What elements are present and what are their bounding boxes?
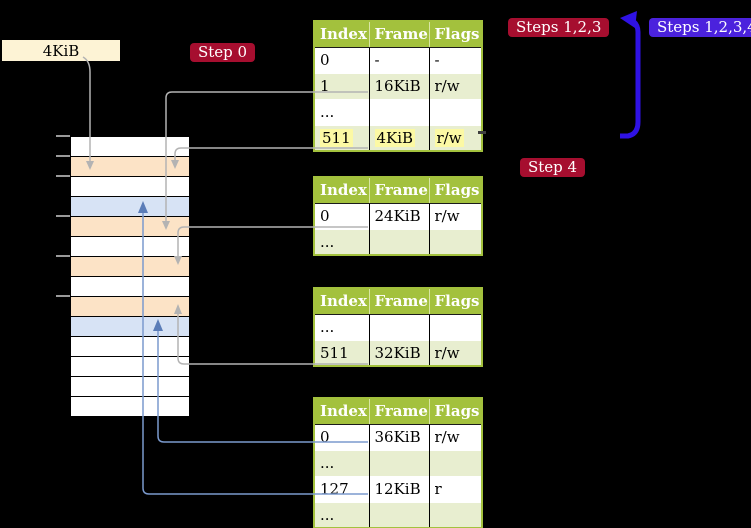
cell-index: 0 xyxy=(314,47,370,73)
memory-row-3 xyxy=(71,177,189,197)
col-header-frame: Frame xyxy=(369,398,430,425)
memory-tick xyxy=(56,255,70,257)
cell-index: 511 xyxy=(314,124,370,151)
recursive-loop-arrow xyxy=(620,19,641,139)
badge-steps-123: Steps 1,2,3 xyxy=(508,18,610,37)
badge-step-4: Step 4 xyxy=(520,158,586,177)
header-row: Index Frame Flags xyxy=(314,398,482,425)
table-row: 511 32KiB r/w xyxy=(314,339,482,366)
col-header-frame: Frame xyxy=(369,21,430,48)
table-row: 0 36KiB r/w xyxy=(314,424,482,450)
memory-row-13 xyxy=(71,377,189,397)
cell-frame xyxy=(369,501,430,528)
page-table-1: Index Frame Flags 0 - - 1 16KiB r/w ... … xyxy=(313,20,483,152)
highlight: r/w xyxy=(434,128,464,147)
cell-flags xyxy=(429,314,482,340)
col-header-frame: Frame xyxy=(369,177,430,204)
cell-flags: - xyxy=(429,47,482,73)
cell-flags: r/w xyxy=(429,203,482,229)
memory-row-6 xyxy=(71,237,189,257)
page-table-4: Index Frame Flags 0 36KiB r/w ... 127 12… xyxy=(313,397,483,528)
memory-row-10 xyxy=(71,317,189,337)
col-header-index: Index xyxy=(314,177,370,204)
cell-flags xyxy=(429,98,482,125)
cell-index: 0 xyxy=(314,203,370,229)
page-table-2: Index Frame Flags 0 24KiB r/w ... xyxy=(313,176,483,256)
memory-tick xyxy=(56,135,70,137)
cell-index: ... xyxy=(314,501,370,528)
col-header-flags: Flags xyxy=(429,21,482,48)
cell-frame xyxy=(369,449,430,476)
table-row: ... xyxy=(314,501,482,528)
memory-row-1 xyxy=(71,137,189,157)
col-header-flags: Flags xyxy=(429,177,482,204)
cell-frame: 24KiB xyxy=(369,203,430,229)
cell-frame: - xyxy=(369,47,430,73)
memory-row-7 xyxy=(71,257,189,277)
cell-frame: 12KiB xyxy=(369,475,430,502)
table-row: 0 24KiB r/w xyxy=(314,203,482,229)
highlight: 511 xyxy=(320,128,353,147)
table-row: 1 16KiB r/w xyxy=(314,72,482,99)
memory-row-14 xyxy=(71,397,189,416)
table-row: ... xyxy=(314,314,482,340)
memory-tick xyxy=(56,155,70,157)
cell-index: 1 xyxy=(314,72,370,99)
memory-tick xyxy=(56,215,70,217)
memory-row-12 xyxy=(71,357,189,377)
table-row: ... xyxy=(314,449,482,476)
cell-flags: r xyxy=(429,475,482,502)
cell-frame xyxy=(369,314,430,340)
header-row: Index Frame Flags xyxy=(314,177,482,204)
memory-row-5 xyxy=(71,217,189,237)
cell-index: 511 xyxy=(314,339,370,366)
cell-index: ... xyxy=(314,314,370,340)
table-row: ... xyxy=(314,98,482,125)
memory-row-9 xyxy=(71,297,189,317)
cell-flags: r/w xyxy=(429,339,482,366)
memory-row-11 xyxy=(71,337,189,357)
header-row: Index Frame Flags xyxy=(314,21,482,48)
col-header-flags: Flags xyxy=(429,398,482,425)
memory-column xyxy=(70,136,190,417)
cell-flags xyxy=(429,228,482,255)
cell-flags xyxy=(429,449,482,476)
cell-frame: 32KiB xyxy=(369,339,430,366)
cell-index: 0 xyxy=(314,424,370,450)
cell-index: 127 xyxy=(314,475,370,502)
cell-index: ... xyxy=(314,98,370,125)
memory-row-4 xyxy=(71,197,189,217)
cell-flags: r/w xyxy=(429,72,482,99)
cell-flags: r/w xyxy=(429,424,482,450)
cell-flags xyxy=(429,501,482,528)
table-row: 127 12KiB r xyxy=(314,475,482,502)
cell-frame: 16KiB xyxy=(369,72,430,99)
col-header-index: Index xyxy=(314,288,370,315)
col-header-index: Index xyxy=(314,398,370,425)
header-row: Index Frame Flags xyxy=(314,288,482,315)
cell-flags: r/w xyxy=(429,124,482,151)
badge-step-0: Step 0 xyxy=(190,43,256,62)
col-header-frame: Frame xyxy=(369,288,430,315)
table-row: ... xyxy=(314,228,482,255)
col-header-flags: Flags xyxy=(429,288,482,315)
cell-index: ... xyxy=(314,228,370,255)
memory-row-2 xyxy=(71,157,189,177)
memory-tick xyxy=(56,295,70,297)
memory-row-8 xyxy=(71,277,189,297)
cell-frame xyxy=(369,98,430,125)
frame-size-label: 4KiB xyxy=(2,40,120,61)
badge-steps-1234: Steps 1,2,3,4 xyxy=(649,18,751,37)
table-row-highlighted: 511 4KiB r/w xyxy=(314,124,482,151)
arrow-up-left-icon xyxy=(620,11,637,28)
cell-frame: 4KiB xyxy=(369,124,430,151)
page-table-3: Index Frame Flags ... 511 32KiB r/w xyxy=(313,287,483,367)
highlight: 4KiB xyxy=(374,128,416,147)
memory-tick xyxy=(56,175,70,177)
table-row: 0 - - xyxy=(314,47,482,73)
cell-frame xyxy=(369,228,430,255)
cell-index: ... xyxy=(314,449,370,476)
col-header-index: Index xyxy=(314,21,370,48)
cell-frame: 36KiB xyxy=(369,424,430,450)
